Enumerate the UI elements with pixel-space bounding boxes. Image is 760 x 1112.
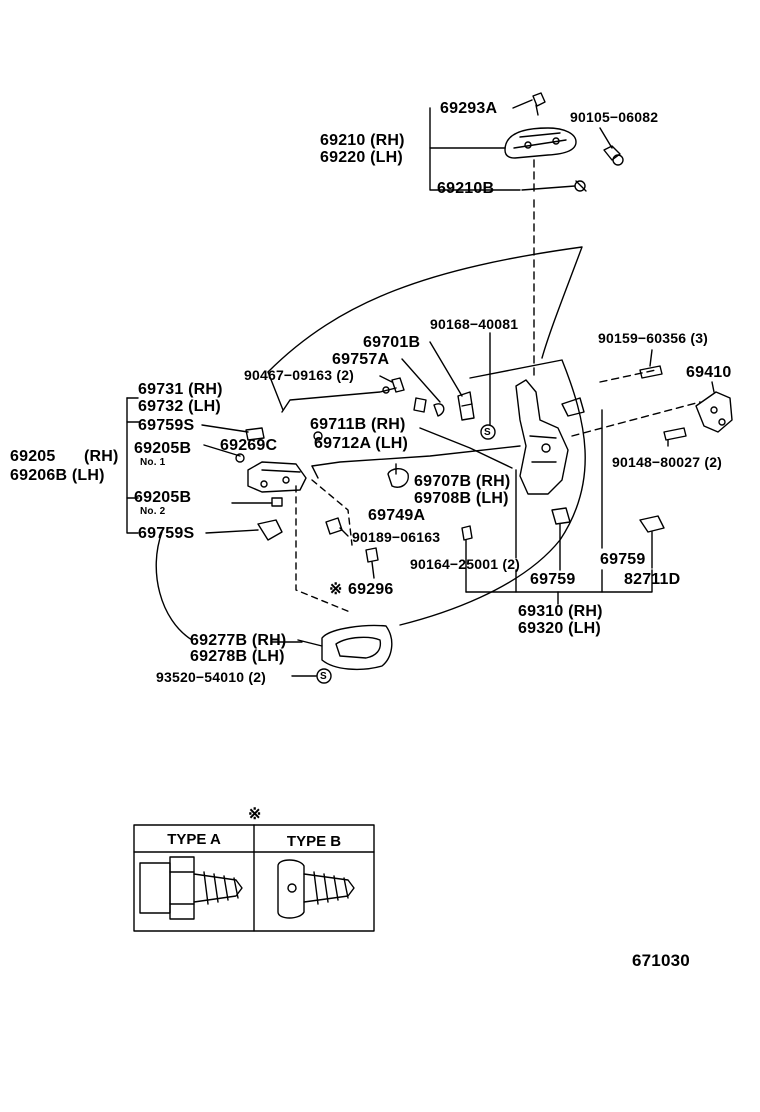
type-b-bolt-icon	[277, 859, 355, 919]
label-69749A: 69749A	[368, 507, 426, 524]
label-69708B: 69708B (LH)	[414, 490, 509, 507]
clip-69757A-icon	[413, 397, 445, 417]
label-69205-rh: (RH)	[84, 448, 119, 465]
screw-90148-icon	[663, 427, 687, 441]
label-69711B: 69711B (RH)	[310, 416, 406, 433]
label-90164: 90164−25001 (2)	[410, 556, 521, 572]
door-lock-69310-icon	[515, 379, 585, 495]
clip-69759-icon	[551, 507, 571, 525]
label-69757A: 69757A	[332, 351, 390, 368]
asterisk-69296: ※	[329, 581, 343, 598]
screw-90159-icon	[639, 365, 663, 379]
label-69732: 69732 (LH)	[138, 398, 221, 415]
label-69278B: 69278B (LH)	[190, 648, 285, 665]
screw-69205B-icon	[271, 497, 283, 507]
label-69712A: 69712A (LH)	[314, 435, 409, 452]
label-69731: 69731 (RH)	[138, 381, 223, 398]
door-outline	[267, 246, 583, 373]
label-69759S-lower: 69759S	[138, 525, 195, 542]
label-69410: 69410	[686, 364, 732, 381]
screw-69269C-icon	[235, 453, 245, 463]
label-69310: 69310 (RH)	[518, 603, 603, 620]
label-69277B: 69277B (RH)	[190, 632, 287, 649]
label-90189: 90189−06163	[352, 529, 441, 545]
label-90159: 90159−60356 (3)	[598, 330, 709, 346]
label-69707B: 69707B (RH)	[414, 473, 511, 490]
handle-screw-icon	[532, 92, 546, 116]
label-69759S-upper: 69759S	[138, 417, 195, 434]
outside-handle-icon	[504, 127, 577, 159]
clip-90189-icon	[325, 517, 343, 535]
table-asterisk: ※	[248, 806, 262, 823]
bolt-90105-icon	[603, 145, 624, 166]
clip-69759S-icon	[245, 427, 265, 441]
label-90148: 90148−80027 (2)	[612, 454, 723, 470]
label-69220: 69220 (LH)	[320, 149, 403, 166]
label-69293A: 69293A	[440, 100, 498, 117]
rod-69707B	[419, 427, 513, 469]
clip-93520-icon	[316, 668, 332, 684]
label-69296: 69296	[348, 581, 394, 598]
inside-handle-69277B-icon	[321, 624, 393, 671]
label-90467: 90467−09163 (2)	[244, 367, 355, 383]
clip-symbol-s-lower: S	[320, 671, 327, 682]
type-legend-table	[133, 824, 375, 932]
label-69210: 69210 (RH)	[320, 132, 405, 149]
diagram-id: 671030	[632, 951, 690, 970]
label-93520: 93520−54010 (2)	[156, 669, 267, 685]
screw-90164-icon	[461, 525, 473, 541]
label-82711D: 82711D	[624, 571, 681, 588]
nut-69210B-icon	[574, 180, 587, 192]
label-no2: No. 2	[140, 506, 166, 517]
label-no1: No. 1	[140, 457, 166, 468]
type-a-bolt-icon	[139, 856, 243, 920]
screw-90467-icon	[391, 377, 405, 393]
bracket-69701B-icon	[457, 391, 475, 421]
label-69269C: 69269C	[220, 437, 278, 454]
inside-handle-69205-icon	[247, 461, 307, 493]
label-69205: 69205	[10, 448, 56, 465]
rod-69731	[281, 387, 397, 413]
clip-69759S-lower-icon	[257, 519, 283, 541]
type-a-header: TYPE A	[167, 831, 221, 848]
label-69210B: 69210B	[437, 180, 495, 197]
clip-69749A-icon	[387, 463, 409, 488]
label-69759-right: 69759	[600, 551, 646, 568]
label-90168: 90168−40081	[430, 316, 519, 332]
label-90105: 90105−06082	[570, 109, 659, 125]
screw-69296-icon	[365, 547, 379, 579]
label-69701B: 69701B	[363, 334, 421, 351]
label-69206B: 69206B (LH)	[10, 467, 105, 484]
type-b-header: TYPE B	[286, 833, 342, 850]
label-69205B-no2: 69205B	[134, 489, 192, 506]
label-69759-mid: 69759	[530, 571, 576, 588]
label-69320: 69320 (LH)	[518, 620, 601, 637]
striker-69410-icon	[695, 391, 733, 433]
label-69205B-no1: 69205B	[134, 440, 192, 457]
clip-82711D-icon	[639, 515, 665, 533]
clip-symbol-s: S	[484, 427, 491, 438]
